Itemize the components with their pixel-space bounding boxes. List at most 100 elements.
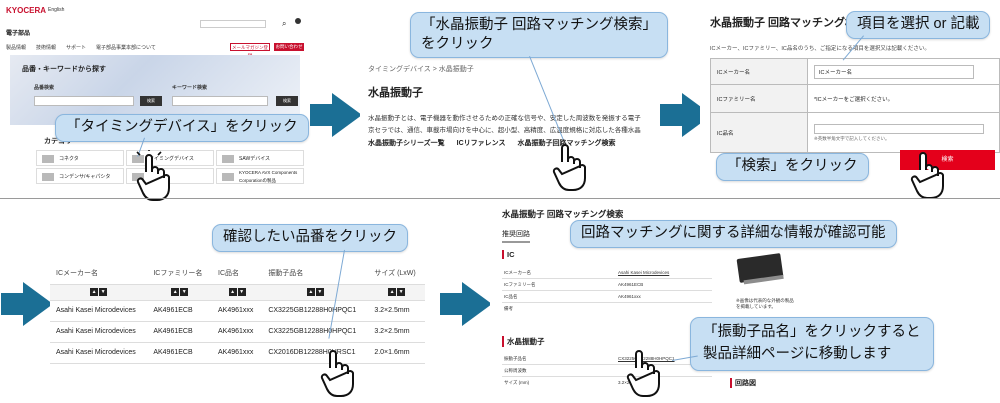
ic-part-hint: ※英数半角文字で記入してください。 <box>814 135 890 141</box>
ic-part-label: IC品名 <box>710 112 808 153</box>
page-title: 水晶振動子 <box>368 87 423 99</box>
row-divider <box>502 376 712 377</box>
table-row[interactable]: Asahi Kasei Microdevices AK4961ECB AK496… <box>50 342 425 364</box>
header-ic-family: ICファミリー名 <box>147 262 213 285</box>
ic-part-input[interactable] <box>814 123 984 134</box>
search-icon[interactable]: ⌕ <box>282 19 287 28</box>
callout-detail-info: 回路マッチングに関する詳細な情報が確認可能 <box>570 220 897 248</box>
section-divider <box>0 198 1000 199</box>
cell-crystal-part[interactable]: CX3225GB12288H0HPQC1 <box>262 300 369 322</box>
link-series-list[interactable]: 水晶振動子シリーズ一覧 <box>368 140 445 147</box>
language-link[interactable]: English <box>48 7 65 13</box>
keyword-search-label: キーワード検索 <box>172 85 208 91</box>
category-saw-device[interactable]: SAWデバイス <box>216 150 304 166</box>
sort-down-button[interactable]: ▼ <box>180 288 189 296</box>
ic-maker-label: ICメーカー名 <box>504 270 531 275</box>
cell-crystal-part[interactable]: CX2016DB12288H0HRSC1 <box>262 342 369 364</box>
nav-about[interactable]: 電子部品事業本部について <box>96 45 156 51</box>
crystal-product-image <box>736 253 784 283</box>
tab-recommended-circuit[interactable]: 推奨回路 <box>502 229 530 243</box>
pointer-hand-icon <box>622 346 662 398</box>
sort-row: ▲▼ ▲▼ ▲▼ ▲▼ ▲▼ <box>50 284 425 301</box>
frequency-label: 公称周波数 <box>504 368 527 373</box>
contact-button[interactable]: お問い合わせ <box>274 43 304 51</box>
section-circuit-diagram: 回路図 <box>730 378 756 388</box>
breadcrumb[interactable]: タイミングデバイス > 水晶振動子 <box>368 66 474 73</box>
ic-maker-value[interactable]: Asahi Kasei Microdevices <box>618 270 670 275</box>
cell-ic-family: AK4961ECB <box>147 342 213 364</box>
sort-up-button[interactable]: ▲ <box>90 288 99 296</box>
callout-line-1: 「水晶振動子 回路マッチング検索」 <box>421 17 658 33</box>
arrow-right-icon <box>1 282 53 326</box>
size-label: サイズ (mm) <box>504 380 530 385</box>
cell-size: 2.0×1.6mm <box>368 342 425 364</box>
ic-family-label: ICファミリー名 <box>710 84 808 113</box>
cell-crystal-part[interactable]: CX3225GB12288H0HPQC1 <box>262 321 369 343</box>
search-heading: 品番・キーワードから探す <box>22 66 106 73</box>
sort-up-button[interactable]: ▲ <box>388 288 397 296</box>
nav-products[interactable]: 製品情報 <box>6 45 27 51</box>
ic-maker-label: ICメーカー名 <box>710 58 808 85</box>
cell-ic-family: AK4961ECB <box>147 300 213 322</box>
arrow-right-icon <box>440 282 492 326</box>
pointer-hand-icon <box>132 147 172 202</box>
row-divider <box>502 364 712 365</box>
link-ic-reference[interactable]: ICリファレンス <box>456 140 506 147</box>
kyocera-logo[interactable]: KYOCERA <box>6 6 47 15</box>
row-divider <box>502 290 712 291</box>
panel-top-page: KYOCERA English 電子部品 ⌕ 製品情報 技術情報 サポート 電子… <box>0 0 305 198</box>
category-heading: カテゴリ <box>44 138 72 145</box>
category-connector[interactable]: コネクタ <box>36 150 124 166</box>
cell-ic-maker: Asahi Kasei Microdevices <box>50 321 148 343</box>
link-circuit-matching[interactable]: 水晶振動子回路マッチング検索 <box>517 140 616 147</box>
part-search-label: 品番検索 <box>34 85 55 91</box>
part-search-button[interactable]: 検索 <box>140 96 162 106</box>
panel-results-table: ICメーカー名 ICファミリー名 IC品名 振動子品名 サイズ (LxW) ▲▼… <box>50 262 440 372</box>
sort-down-button[interactable]: ▼ <box>99 288 108 296</box>
sort-down-button[interactable]: ▼ <box>237 288 246 296</box>
category-capacitor[interactable]: コンデンサ/キャパシタ <box>36 168 124 184</box>
mail-magazine-button[interactable]: メールマガジン登録 <box>230 43 270 58</box>
image-caption: ※画像は代表的な外観の製品を掲載しています。 <box>736 298 794 309</box>
pointer-hand-icon <box>548 140 588 192</box>
sort-up-button[interactable]: ▲ <box>306 288 315 296</box>
callout-select-fields: 項目を選択 or 記載 <box>846 11 991 39</box>
globe-icon[interactable] <box>295 18 301 24</box>
ic-family-select[interactable]: *ICメーカーをご選択ください。 <box>807 84 1000 113</box>
cell-size: 3.2×2.5mm <box>368 321 425 343</box>
sort-down-button[interactable]: ▼ <box>397 288 406 296</box>
main-nav: 製品情報 技術情報 サポート 電子部品事業本部について <box>6 44 305 52</box>
callout-timing-device: 「タイミングデバイス」をクリック <box>55 114 309 142</box>
sort-up-button[interactable]: ▲ <box>171 288 180 296</box>
keyword-search-input[interactable] <box>172 96 268 106</box>
nav-tech[interactable]: 技術情報 <box>36 45 57 51</box>
ic-maker-select[interactable]: ICメーカー名 <box>814 64 974 79</box>
callout-line-2: をクリック <box>421 35 494 52</box>
header-crystal-part: 振動子品名 <box>262 262 369 285</box>
header-search-input[interactable] <box>200 20 266 28</box>
sort-up-button[interactable]: ▲ <box>228 288 237 296</box>
form-title: 水晶振動子 回路マッチング検索 <box>710 17 868 29</box>
nav-support[interactable]: サポート <box>66 45 87 51</box>
cell-ic-part: AK4961xxx <box>212 321 263 343</box>
category-avx[interactable]: KYOCERA AVX Components Corporationの製品 <box>216 168 304 184</box>
row-divider <box>502 278 712 279</box>
header-ic-part: IC品名 <box>212 262 263 285</box>
pointer-hand-icon <box>906 148 946 200</box>
section-ic: IC <box>502 250 515 259</box>
section-crystal: 水晶振動子 <box>502 336 545 347</box>
keyword-search-button[interactable]: 検索 <box>276 96 298 106</box>
header-size: サイズ (LxW) <box>368 262 425 285</box>
callout-select-part: 確認したい品番をクリック <box>212 224 408 252</box>
detail-title: 水晶振動子 回路マッチング検索 <box>502 209 624 219</box>
sort-down-button[interactable]: ▼ <box>315 288 324 296</box>
crystal-part-link[interactable]: CX3225GB12288H0HPQC1 <box>618 356 675 361</box>
callout-circuit-matching: 「水晶振動子 回路マッチング検索」 をクリック <box>410 12 669 58</box>
part-search-input[interactable] <box>34 96 134 106</box>
table-row[interactable]: Asahi Kasei Microdevices AK4961ECB AK496… <box>50 300 425 322</box>
crystal-part-label: 振動子品名 <box>504 356 527 361</box>
table-row[interactable]: Asahi Kasei Microdevices AK4961ECB AK496… <box>50 321 425 343</box>
search-form-table: ICメーカー名 ICメーカー名 ICファミリー名 *ICメーカーをご選択ください… <box>710 58 1000 153</box>
callout-line-1: 「振動子品名」をクリックすると <box>703 324 921 340</box>
note-label: 備考 <box>504 306 513 311</box>
